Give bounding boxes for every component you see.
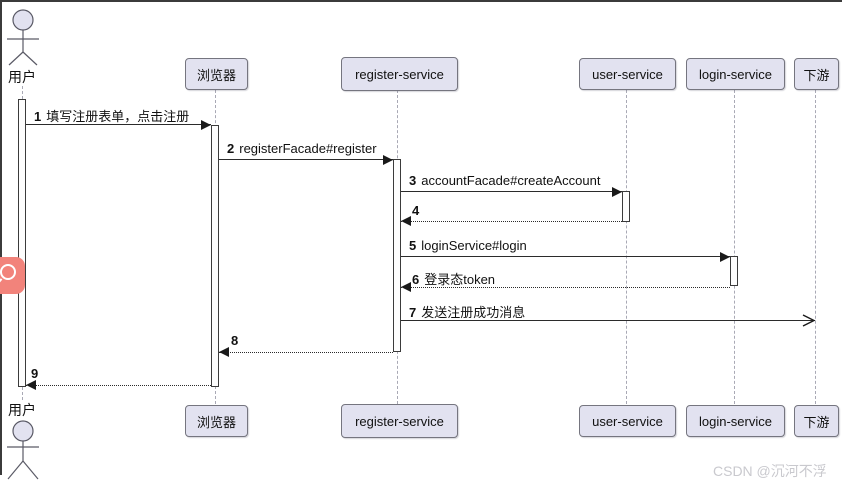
participant-box-register-service-bottom: register-service: [341, 404, 458, 438]
message-8-arrowhead: [219, 347, 229, 357]
message-1-line: [26, 124, 211, 125]
message-7-text: 发送注册成功消息: [421, 305, 526, 320]
activation-user-service: [622, 191, 630, 222]
message-2-line: [219, 159, 393, 160]
message-6-text: 登录态token: [424, 272, 496, 287]
message-3-arrowhead: [612, 187, 622, 197]
message-4-arrowhead: [401, 216, 411, 226]
message-7-line: [401, 320, 815, 321]
message-7-number: 7: [409, 305, 417, 320]
actor-label-user-bottom: 用户: [8, 402, 36, 418]
message-1-arrowhead: [201, 120, 211, 130]
frame-left-border: [0, 2, 2, 475]
actor-label-user-top: 用户: [8, 69, 36, 85]
message-9-arrowhead: [26, 380, 36, 390]
message-3-text: accountFacade#createAccount: [421, 173, 601, 188]
participant-box-login-service-top: login-service: [686, 58, 785, 90]
message-5-number: 5: [409, 238, 417, 253]
participant-box-user-service-bottom: user-service: [579, 405, 676, 437]
lifeline-downstream: [815, 90, 816, 404]
actor-figure-user-bottom: [7, 420, 39, 480]
message-8-number: 8: [231, 333, 239, 348]
activation-user: [18, 99, 26, 387]
message-2-text: registerFacade#register: [239, 141, 377, 156]
activation-login-service: [730, 256, 738, 286]
participant-box-downstream-bottom: 下游: [794, 405, 839, 437]
message-5-text: loginService#login: [421, 238, 527, 253]
message-6-number: 6: [412, 272, 420, 287]
message-7-arrowhead: [802, 314, 816, 327]
lifeline-user-service: [626, 90, 627, 404]
search-icon: [0, 264, 16, 280]
message-2-number: 2: [227, 141, 235, 156]
participant-box-downstream-top: 下游: [794, 58, 839, 90]
activation-browser: [211, 125, 219, 387]
message-4-number: 4: [412, 203, 420, 218]
participant-box-login-service-bottom: login-service: [686, 405, 785, 437]
search-button[interactable]: [0, 257, 25, 294]
activation-register-service: [393, 159, 401, 352]
actor-figure-user-top: [7, 9, 39, 66]
message-4-line: [401, 221, 622, 222]
message-2-arrowhead: [383, 155, 393, 165]
message-6-arrowhead: [401, 282, 411, 292]
message-1-text: 填写注册表单，点击注册: [46, 109, 190, 124]
search-icon-handle: [0, 278, 3, 286]
watermark: CSDN @沉河不浮: [713, 463, 827, 479]
participant-box-browser-top: 浏览器: [185, 58, 248, 90]
lifeline-login-service: [734, 90, 735, 404]
participant-box-user-service-top: user-service: [579, 58, 676, 90]
message-9-line: [26, 385, 211, 386]
message-6-line: [401, 287, 730, 288]
message-9-number: 9: [31, 366, 39, 381]
message-3-line: [401, 191, 622, 192]
participant-box-browser-bottom: 浏览器: [185, 405, 248, 437]
message-5-arrowhead: [720, 252, 730, 262]
message-8-line: [219, 352, 393, 353]
message-5-line: [401, 256, 730, 257]
message-3-number: 3: [409, 173, 417, 188]
message-1-number: 1: [34, 109, 42, 124]
participant-box-register-service-top: register-service: [341, 57, 458, 91]
